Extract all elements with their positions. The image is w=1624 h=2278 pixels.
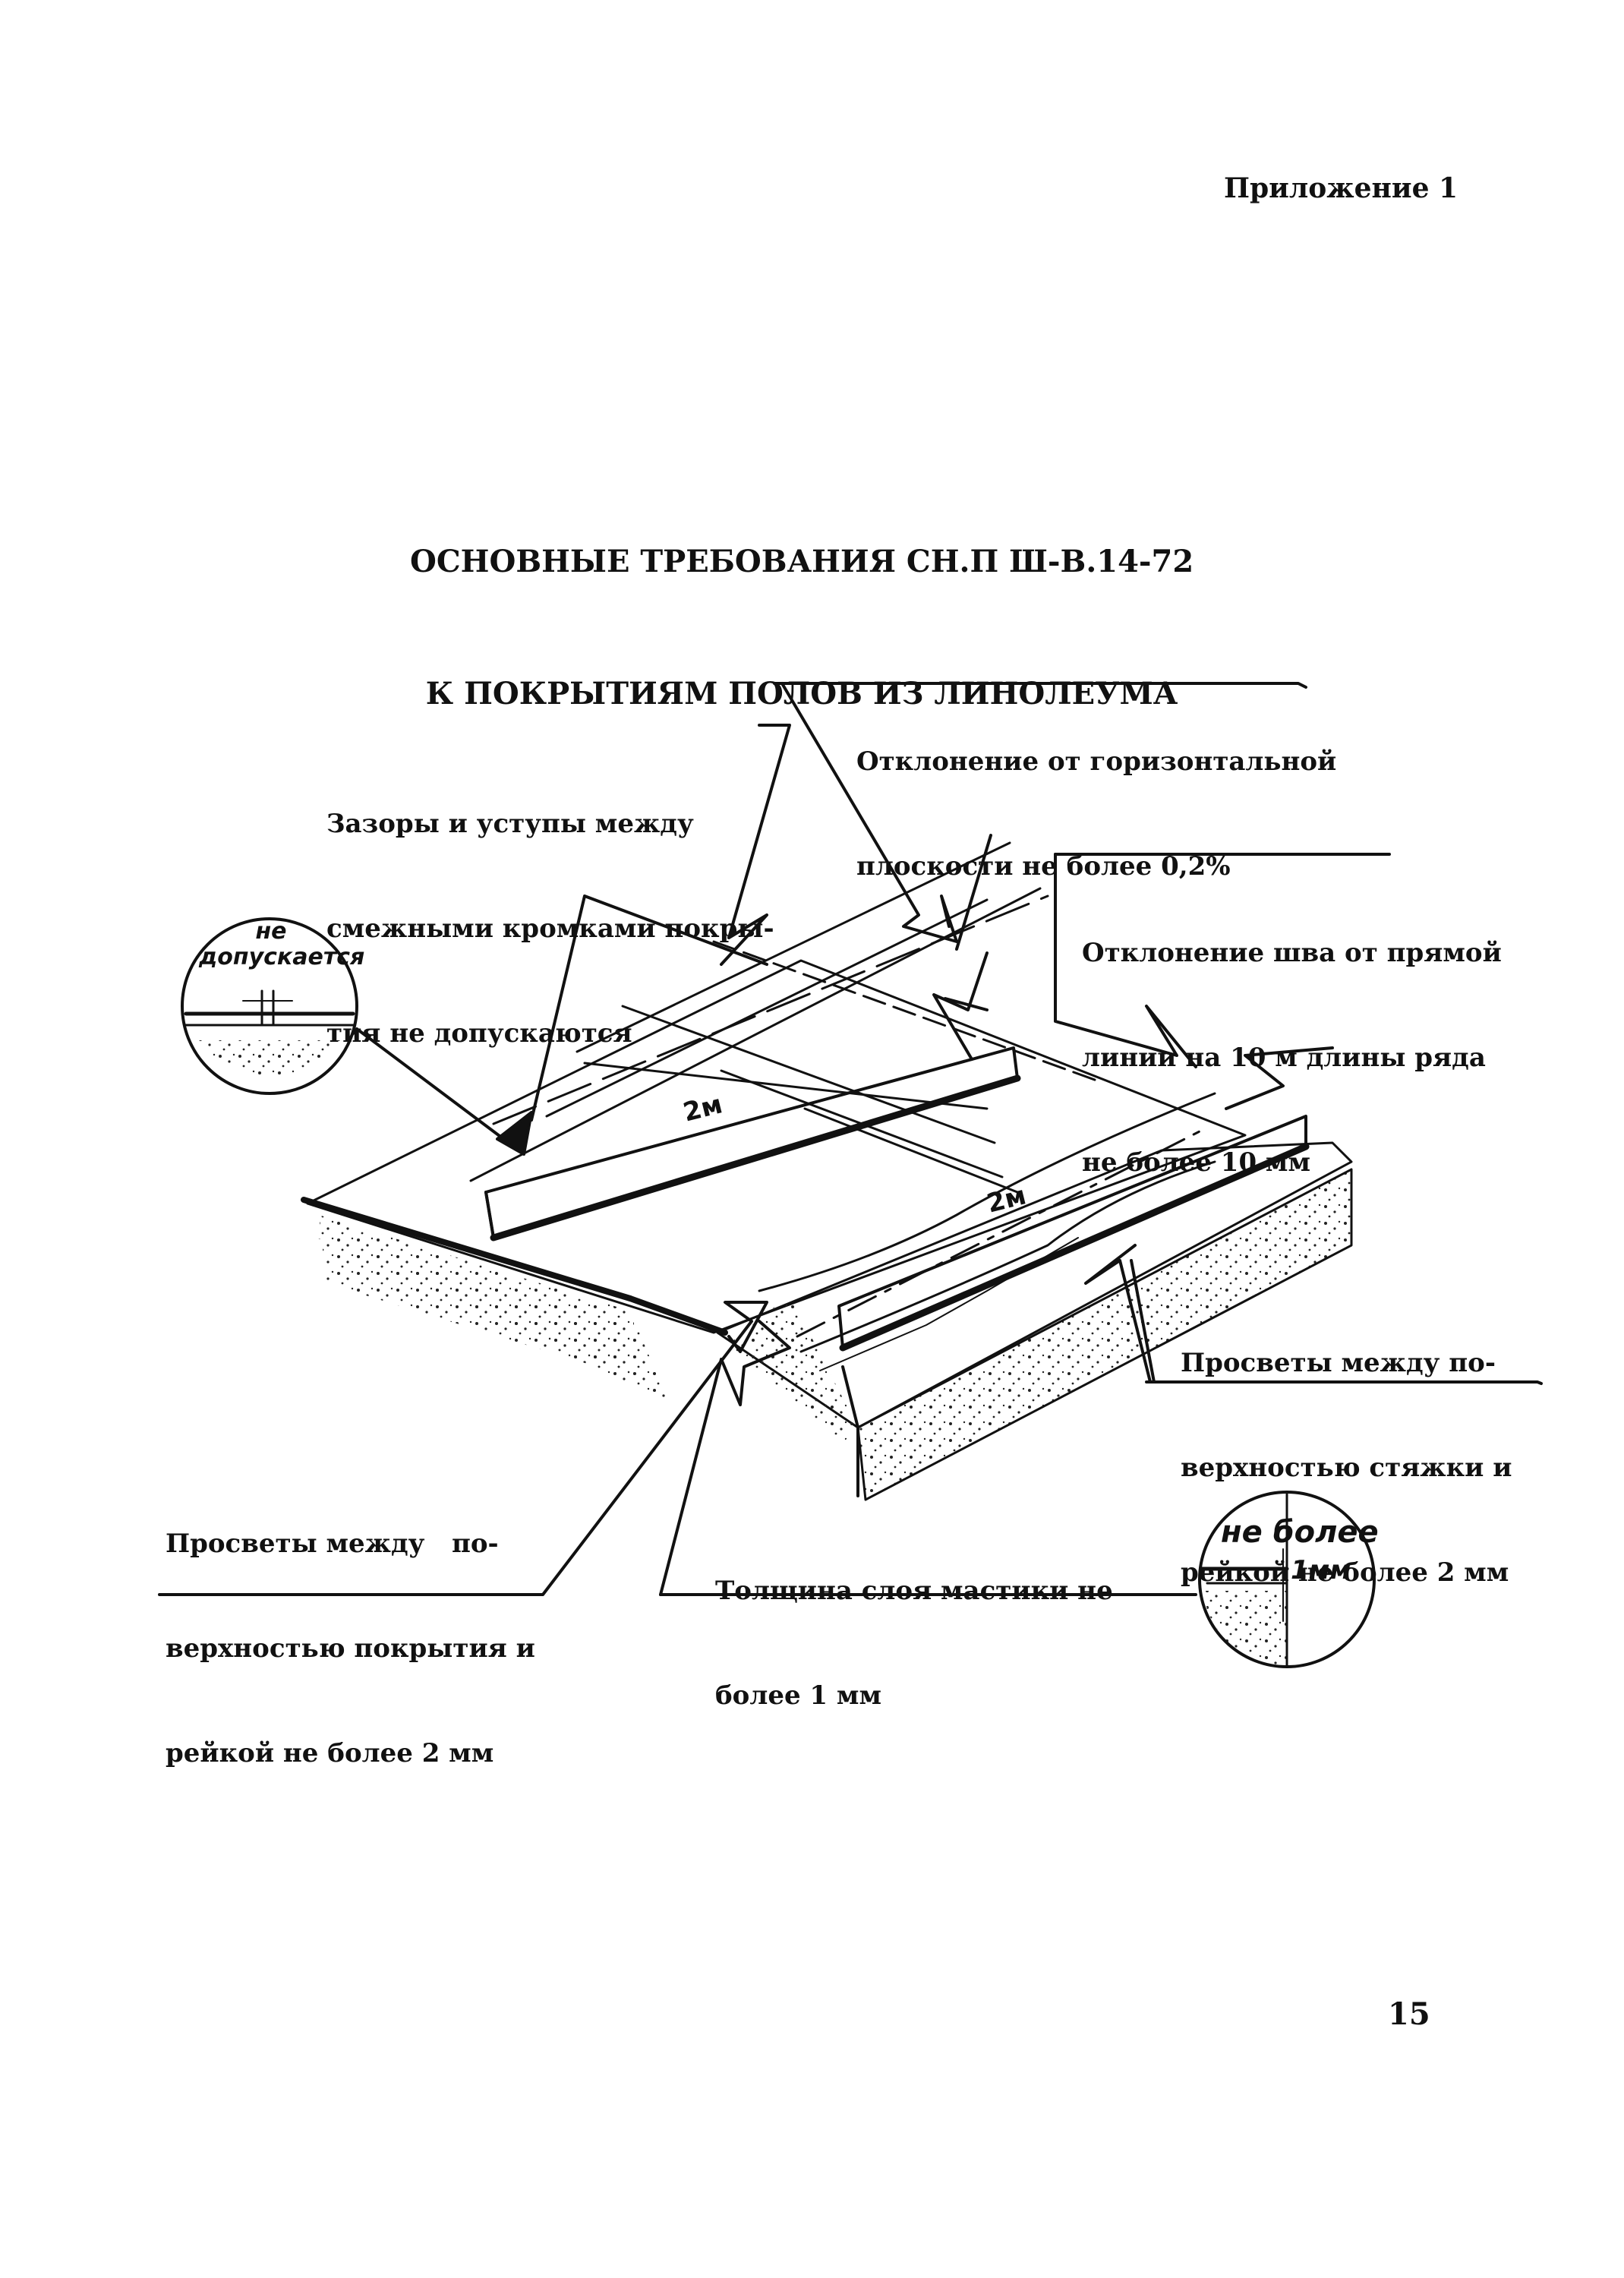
callout-horizontal-line-2: плоскости не более 0,2% (856, 851, 1231, 882)
page-title: ОСНОВНЫЕ ТРЕБОВАНИЯ СН.П Ш-В.14-72 К ПОК… (410, 452, 1194, 804)
floor-slab-left (301, 959, 1247, 1401)
title-line-2: К ПОКРЫТИЯМ ПОЛОВ ИЗ ЛИНОЛЕУМА (425, 676, 1178, 711)
callout-cover-line-1: Просветы между по- (166, 1529, 499, 1559)
rail-right (837, 1115, 1310, 1352)
title-line-1: ОСНОВНЫЕ ТРЕБОВАНИЯ СН.П Ш-В.14-72 (410, 544, 1194, 579)
left-circle-label: не допускается (199, 918, 365, 970)
right-circle-value: 1мм (1291, 1555, 1351, 1585)
left-detail-circle (181, 917, 358, 1095)
callout-gaps-line-2: смежными кромками покры- (326, 913, 774, 944)
callout-cover-gaps: Просветы между по- верхностью покрытия и… (166, 1456, 535, 1841)
appendix-label: Приложение 1 (1224, 172, 1458, 204)
floor-slab-right (716, 1092, 1353, 1501)
callout-gaps-line-3: тия не допускаются (326, 1018, 632, 1049)
callout-horizontal: Отклонение от горизонтальной плоскости н… (856, 674, 1336, 954)
callout-cover-line-2: верхностью покрытия и (166, 1633, 535, 1664)
callout-seam-line-1: Отклонение шва от прямой (1082, 938, 1502, 968)
callout-seam-line-2: линии на 10 м длины ряда (1082, 1043, 1486, 1073)
leader-lines (158, 682, 1543, 1596)
callout-gaps: Зазоры и уступы между смежными кромками … (326, 737, 774, 1121)
callout-screed-line-1: Просветы между по- (1181, 1348, 1496, 1378)
right-circle-label: не более (1221, 1515, 1379, 1550)
callout-mastic-line-2: более 1 мм (715, 1680, 881, 1711)
callout-screed-line-2: верхностью стяжки и (1181, 1453, 1512, 1483)
callout-horizontal-line-1: Отклонение от горизонтальной (856, 746, 1337, 777)
right-detail-circle (1198, 1491, 1376, 1668)
callout-mastic: Толщина слоя мастики не более 1 мм (715, 1503, 1113, 1783)
callout-gaps-line-1: Зазоры и уступы между (326, 809, 694, 839)
callout-seam-line-3: не более 10 мм (1082, 1147, 1311, 1178)
page-number: 15 (1388, 1996, 1430, 2032)
rail-left (484, 1046, 1021, 1242)
callout-seam: Отклонение шва от прямой линии на 10 м д… (1082, 866, 1502, 1250)
callout-screed-line-3: рейкой не более 2 мм (1181, 1557, 1509, 1588)
callout-mastic-line-1: Толщина слоя мастики не (715, 1576, 1113, 1606)
callout-screed-gaps: Просветы между по- верхностью стяжки и р… (1181, 1276, 1512, 1660)
callout-cover-line-3: рейкой не более 2 мм (166, 1738, 494, 1768)
